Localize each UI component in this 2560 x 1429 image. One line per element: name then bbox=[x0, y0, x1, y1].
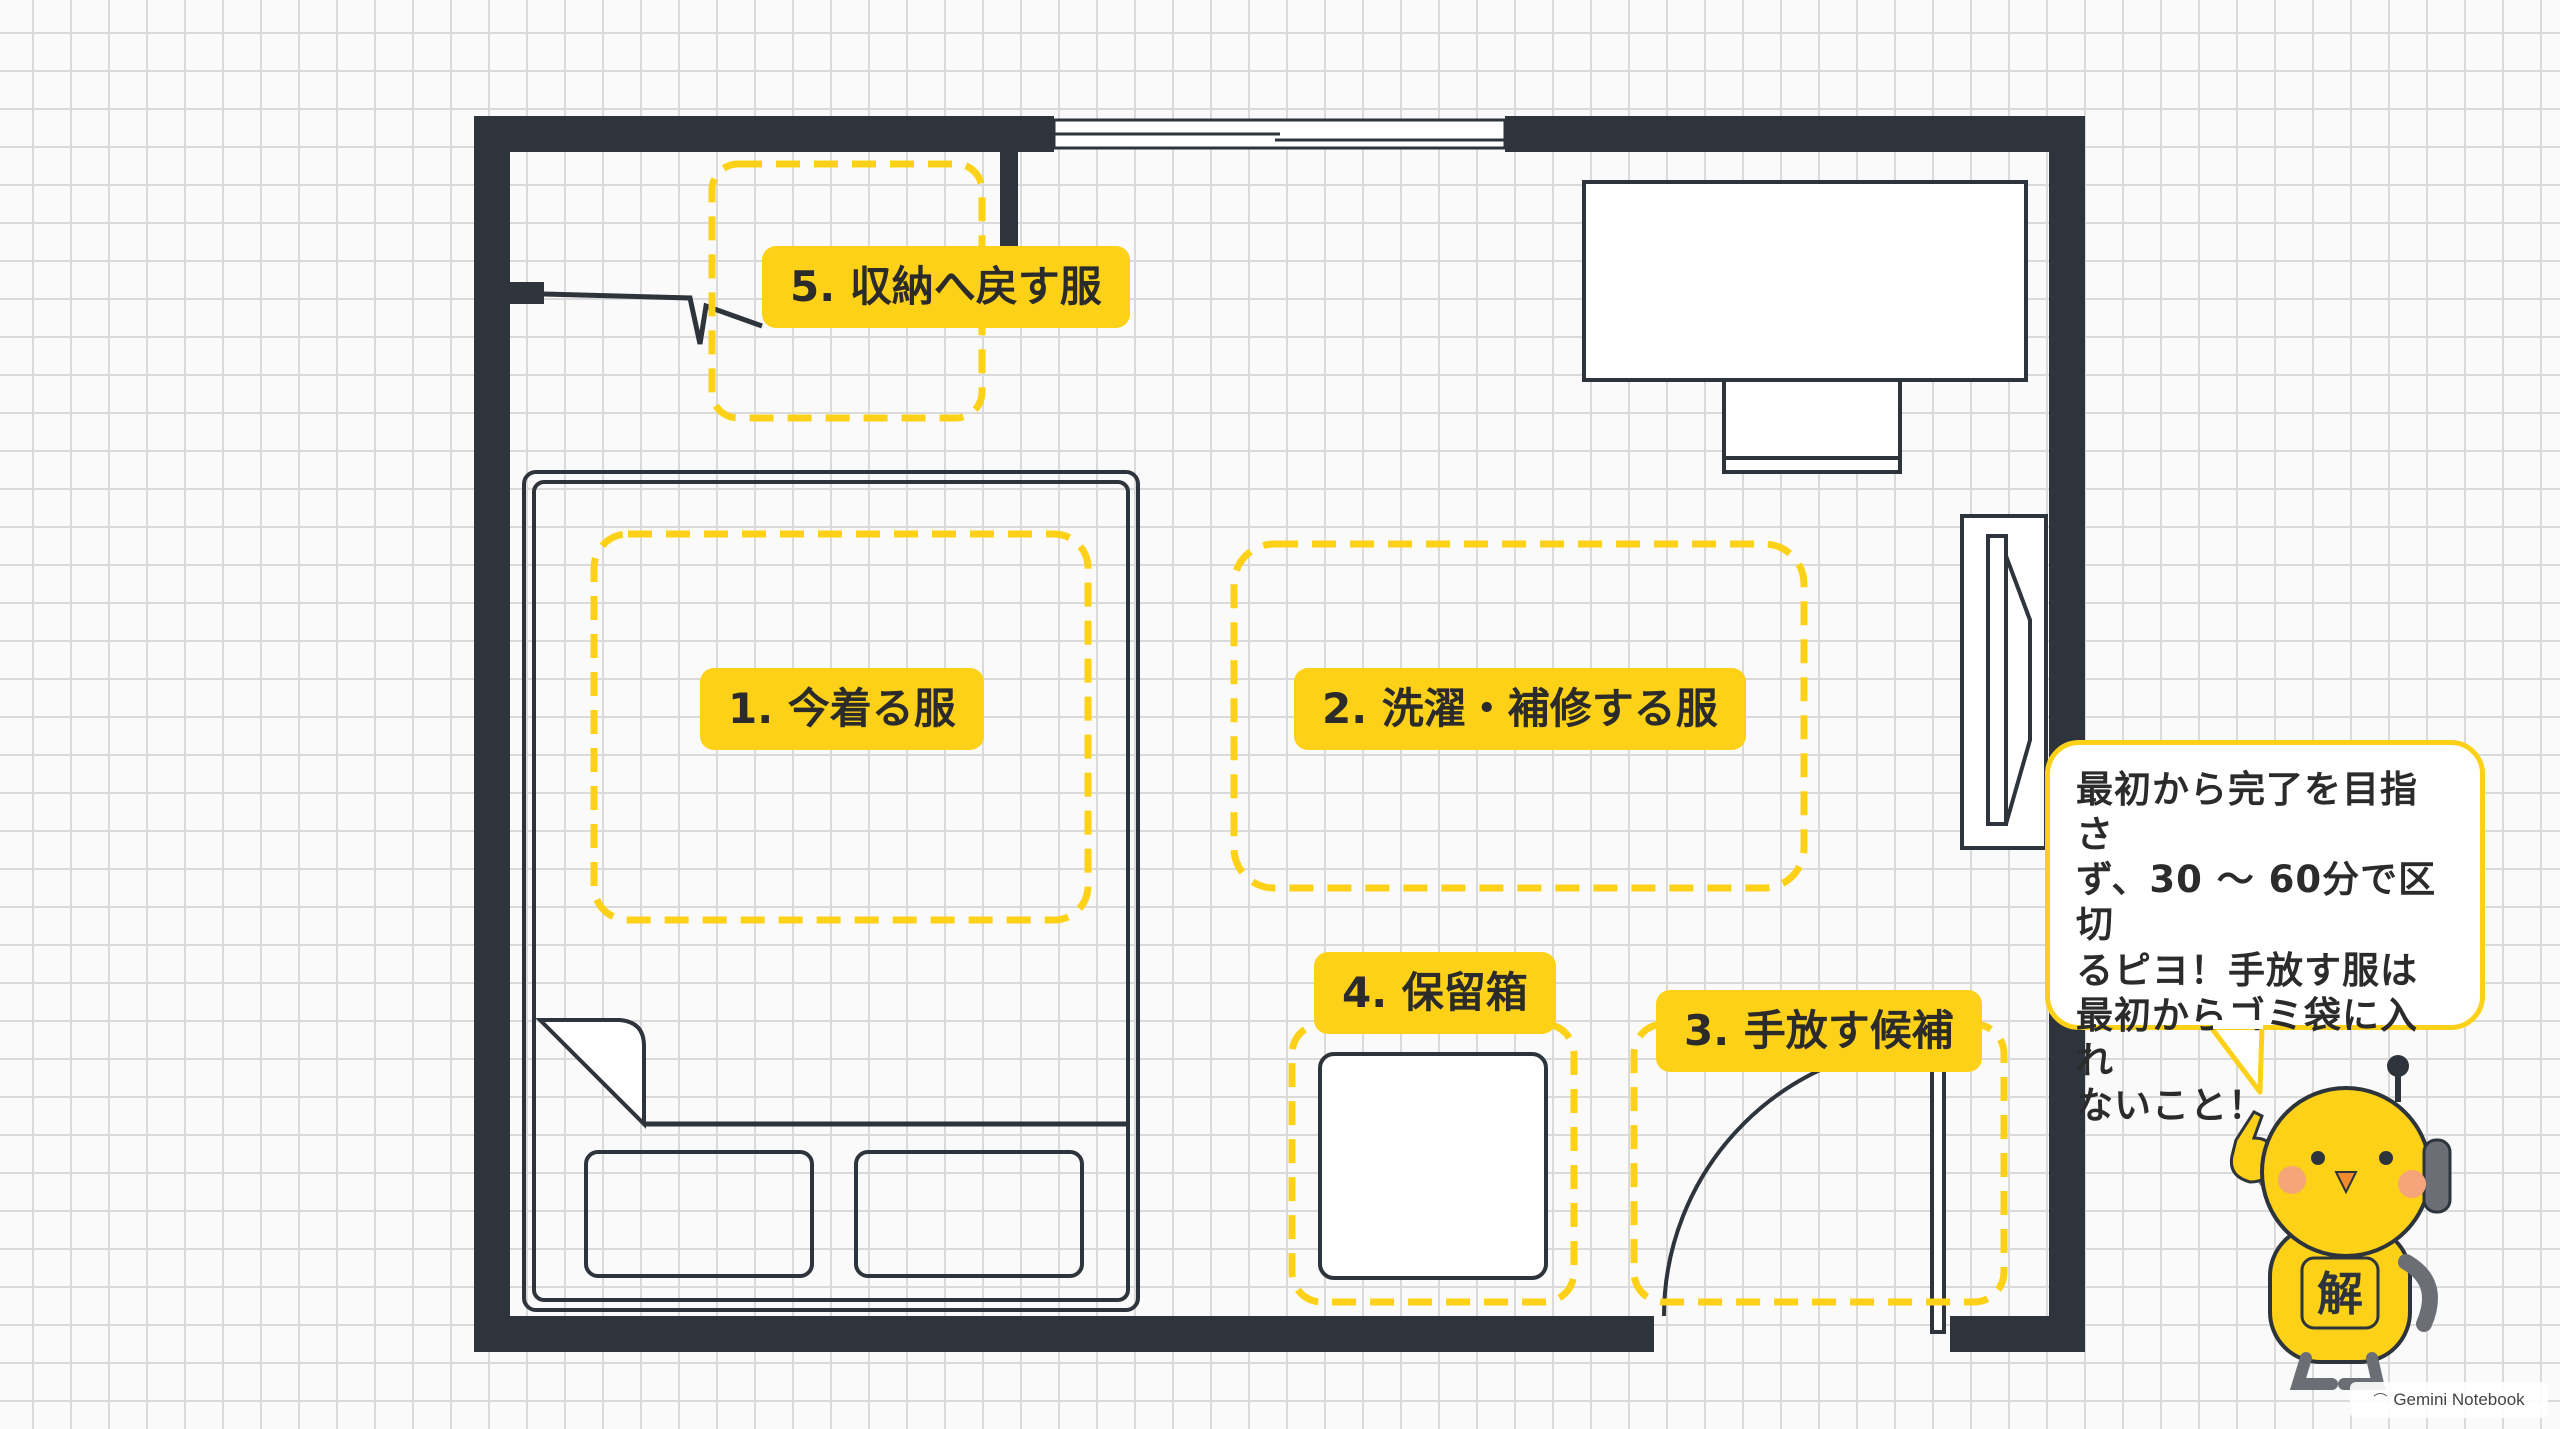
desk bbox=[1582, 180, 2028, 382]
speech-bubble-text: 最初から完了を目指さ ず、30 ～ 60分で区切 るピヨ！手放す服は 最初からゴ… bbox=[2076, 768, 2437, 1127]
notebook-logo-icon: ⌒ bbox=[2373, 1392, 2388, 1408]
blanket-corner bbox=[535, 1018, 646, 1129]
bed bbox=[522, 470, 1140, 1312]
door-leaf bbox=[1930, 1042, 1946, 1334]
mascot-antenna-ball bbox=[2387, 1055, 2409, 1077]
bed-inner-frame bbox=[532, 480, 1130, 1302]
speech-bubble-tail-cover bbox=[2213, 1020, 2263, 1029]
wall-top-left bbox=[474, 116, 1054, 152]
mascot-left-eye bbox=[2311, 1151, 2325, 1165]
zone-wash-repair-outline bbox=[1230, 540, 1808, 892]
bed-frame bbox=[522, 470, 1140, 1312]
wall-bottom-left bbox=[474, 1316, 1654, 1352]
speech-bubble-tail bbox=[2208, 1024, 2265, 1095]
zone-label-return-storage: 5. 収納へ戻す服 bbox=[762, 246, 1130, 328]
mascot: 解 bbox=[2229, 1055, 2452, 1390]
entry-door bbox=[1662, 1042, 1946, 1334]
zone-label-wear-now: 1. 今着る服 bbox=[700, 668, 984, 750]
wall-right bbox=[2049, 116, 2085, 1352]
watermark-text: Gemini Notebook bbox=[2393, 1390, 2525, 1409]
window bbox=[1052, 118, 1507, 150]
zone-label-let-go: 3. 手放す候補 bbox=[1656, 990, 1982, 1072]
mascot-right-cheek bbox=[2398, 1170, 2426, 1198]
room-walls bbox=[474, 116, 2085, 1352]
wardrobe-door bbox=[1986, 534, 2008, 826]
speech-bubble: 最初から完了を目指さ ず、30 ～ 60分で区切 るピヨ！手放す服は 最初からゴ… bbox=[2045, 740, 2485, 1127]
wardrobe-door-swing bbox=[2004, 555, 2032, 825]
pillow-left bbox=[584, 1150, 814, 1278]
zone-hold-box-outline bbox=[1288, 1020, 1578, 1306]
zone-wear-now-outline bbox=[590, 530, 1092, 924]
closet-wall-stub bbox=[1000, 150, 1018, 250]
mascot-beak bbox=[2334, 1171, 2358, 1195]
pillow-right bbox=[854, 1150, 1084, 1278]
watermark: ⌒ Gemini Notebook bbox=[2350, 1382, 2548, 1418]
desk-set bbox=[1582, 180, 2028, 474]
mascot-right-arm bbox=[2398, 1254, 2438, 1332]
zone-label-hold-box: 4. 保留箱 bbox=[1314, 952, 1556, 1034]
wardrobe bbox=[1960, 514, 2048, 850]
hold-box bbox=[1318, 1052, 1548, 1280]
closet-folding-door bbox=[543, 291, 763, 345]
door-swing-arc bbox=[1662, 1042, 1937, 1317]
closet-wall-nub bbox=[508, 282, 544, 304]
mascot-badge-bg bbox=[2300, 1256, 2380, 1330]
wall-bottom-right bbox=[1950, 1316, 2085, 1352]
zone-label-wash-repair: 2. 洗濯・補修する服 bbox=[1294, 668, 1746, 750]
mascot-headphone bbox=[2422, 1138, 2452, 1214]
mascot-right-eye bbox=[2379, 1151, 2393, 1165]
wall-left bbox=[474, 116, 510, 1352]
mascot-badge: 解 bbox=[2317, 1267, 2363, 1321]
mascot-left-cheek bbox=[2278, 1166, 2306, 1194]
wall-top-right bbox=[1505, 116, 2085, 152]
